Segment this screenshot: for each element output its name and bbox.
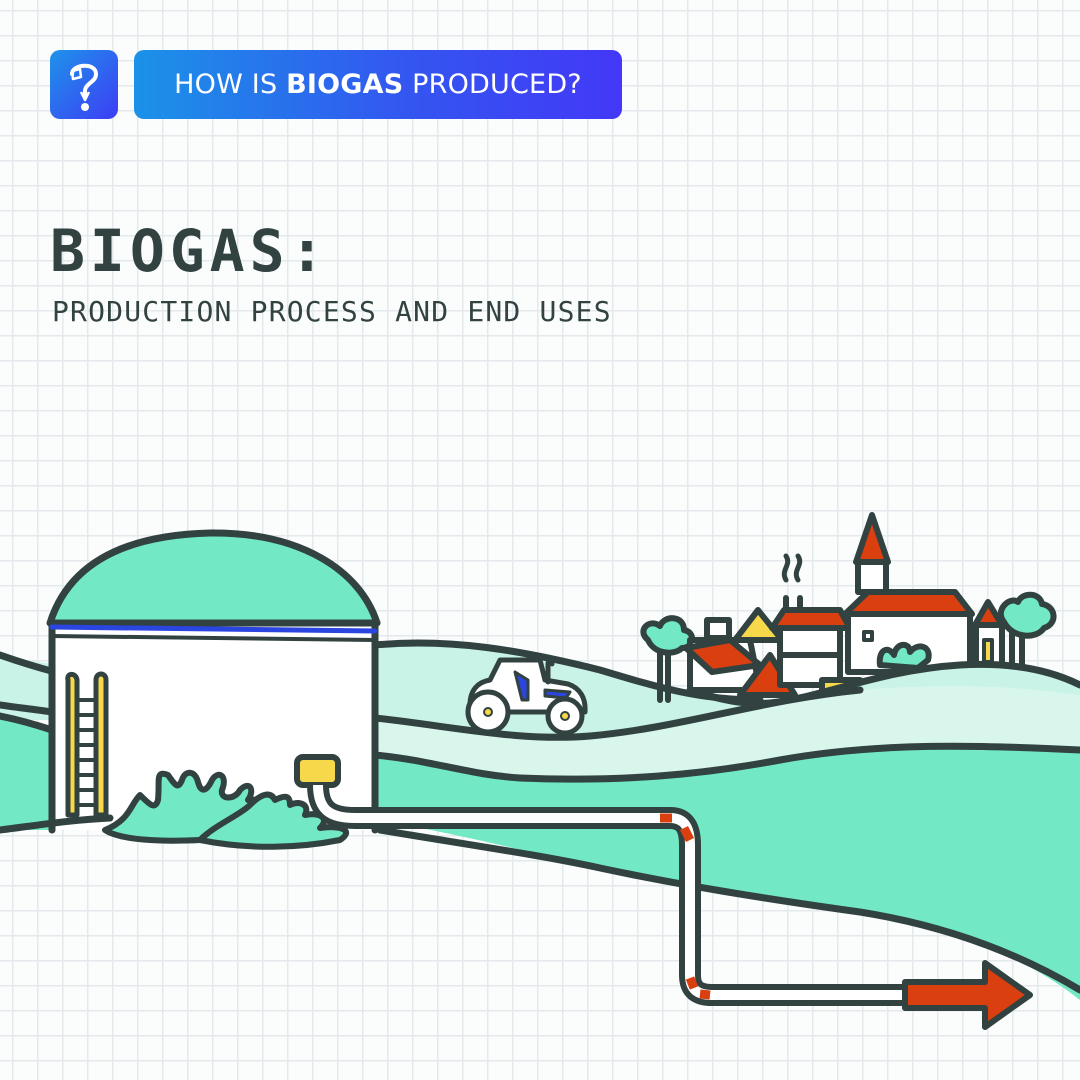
topic-badge-suffix: PRODUCED? bbox=[403, 69, 582, 100]
foreground-ground bbox=[0, 814, 114, 834]
output-arrow bbox=[902, 960, 1033, 1030]
topic-badge-keyword: BIOGAS bbox=[286, 69, 404, 100]
page-title: BIOGAS: bbox=[50, 217, 330, 285]
page-subtitle: PRODUCTION PROCESS AND END USES bbox=[52, 295, 612, 328]
question-mark-pencil-icon bbox=[70, 63, 99, 111]
ladder bbox=[65, 671, 109, 818]
tree-left bbox=[640, 615, 695, 703]
gas-valve bbox=[294, 754, 341, 788]
topic-badge: HOW IS BIOGAS PRODUCED? bbox=[134, 50, 622, 119]
tractor bbox=[465, 657, 588, 736]
bushes bbox=[102, 769, 350, 850]
question-badge-icon bbox=[50, 50, 118, 119]
topic-badge-prefix: HOW IS bbox=[174, 69, 287, 100]
gas-pipeline bbox=[307, 784, 910, 1006]
